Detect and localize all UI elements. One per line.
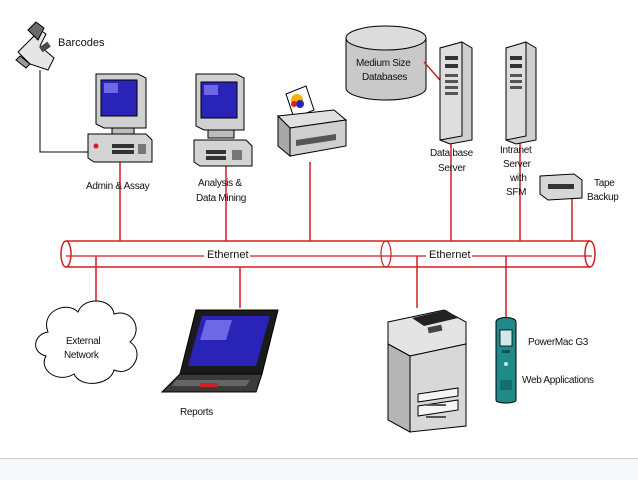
ethernet-label-right-text: Ethernet — [429, 249, 471, 261]
laptop-icon — [160, 309, 279, 393]
powermac-label: PowerMac G3 — [528, 337, 589, 348]
reports-label: Reports — [180, 407, 213, 418]
barcodes-label: Barcodes — [58, 37, 105, 49]
ethernet-label-right: Ethernet — [426, 247, 472, 261]
intranet-label-line3: with — [509, 173, 527, 184]
slide-footer-bar — [0, 458, 638, 480]
intranet-server-icon — [505, 41, 537, 145]
barcode-scanner-icon — [15, 21, 55, 71]
printer-icon — [276, 85, 348, 158]
intranet-label-line4: SFM — [506, 187, 526, 198]
external-network-label-line1: External — [66, 336, 100, 347]
tape-backup-icon — [539, 173, 583, 201]
database-icon — [345, 25, 427, 101]
intranet-label-line1: Intranet — [500, 145, 532, 156]
database-server-label-line2: Server — [438, 163, 467, 174]
external-network-label-line2: Network — [64, 350, 100, 361]
intranet-label-line2: Server — [503, 159, 532, 170]
database-label-line2: Databases — [362, 72, 407, 83]
ethernet-label-left-text: Ethernet — [207, 249, 249, 261]
network-connections — [95, 140, 573, 318]
barcode-cable — [39, 70, 94, 153]
admin-assay-label: Admin & Assay — [86, 181, 150, 192]
database-server-label-line1: Data base — [430, 148, 474, 159]
database-label-line1: Medium Size — [356, 58, 411, 69]
analysis-label-line2: Data Mining — [196, 193, 246, 204]
database-server-icon — [439, 41, 473, 145]
analysis-label-line1: Analysis & — [198, 178, 242, 189]
analysis-computer-icon — [193, 73, 253, 167]
ethernet-label-left: Ethernet — [204, 247, 250, 261]
database-link — [423, 61, 441, 81]
tape-backup-label-line2: Backup — [587, 192, 619, 203]
admin-assay-computer-icon — [87, 73, 153, 163]
cloud-icon — [35, 300, 138, 384]
powermac-icon — [495, 317, 517, 404]
ethernet-bus — [60, 240, 596, 268]
tape-backup-label-line1: Tape — [594, 178, 615, 189]
copier-icon — [387, 309, 467, 433]
web-applications-label: Web Applications — [522, 375, 594, 386]
